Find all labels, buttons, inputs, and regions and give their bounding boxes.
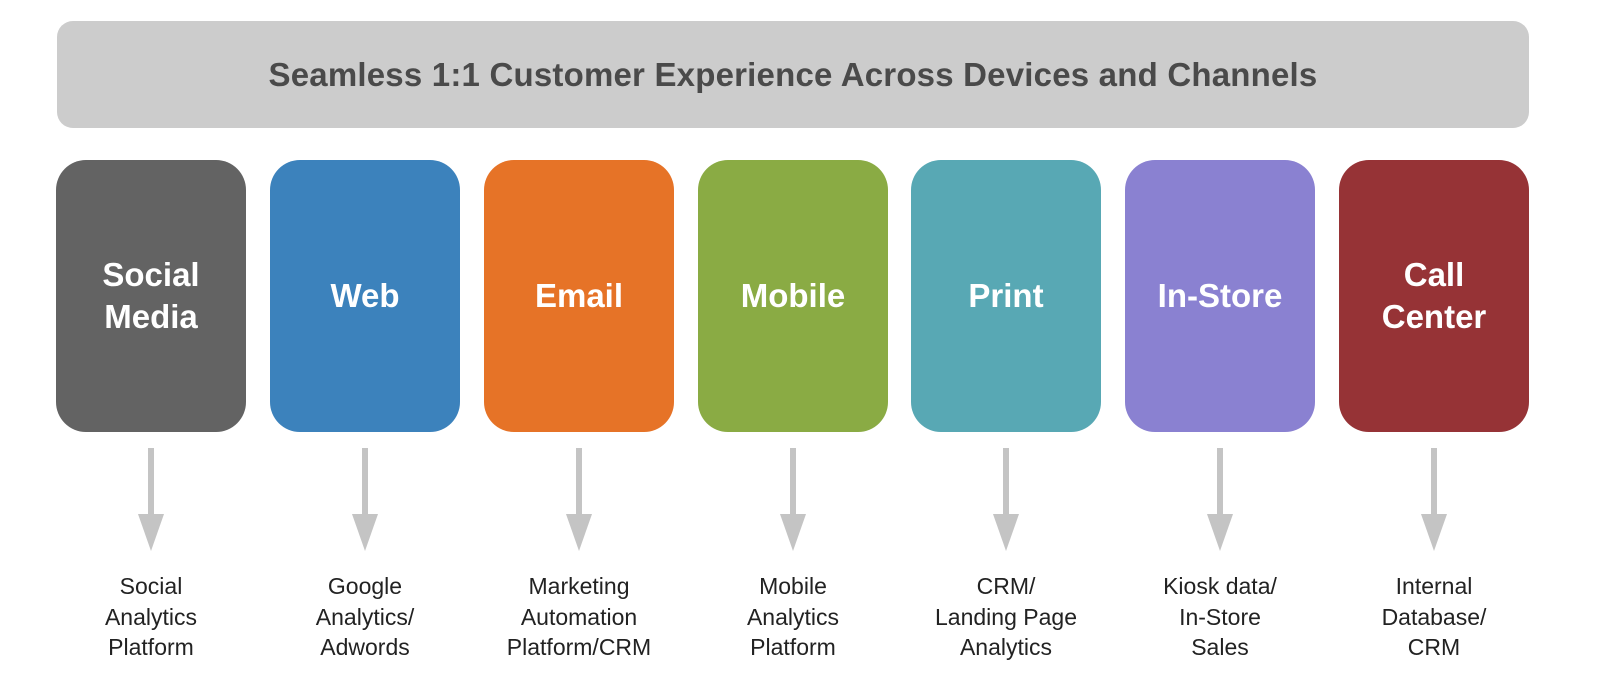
down-arrow-icon — [1207, 448, 1233, 551]
channel-tool-label: Internal Database/ CRM — [1381, 573, 1487, 660]
channel-email: Email Marketing Automation Platform/CRM — [484, 0, 674, 693]
channel-tool-label: CRM/ Landing Page Analytics — [935, 573, 1077, 660]
channel-tool-label: Google Analytics/ Adwords — [315, 573, 415, 660]
channel-tool-label: Mobile Analytics Platform — [746, 573, 840, 660]
down-arrow-icon — [566, 448, 592, 551]
channel-box: In-Store — [1125, 160, 1315, 432]
channel-box: Social Media — [56, 160, 246, 432]
channel-name: Social Media — [102, 256, 200, 335]
down-arrow-icon — [138, 448, 164, 551]
channel-name: Print — [968, 277, 1044, 314]
channel-box: Web — [270, 160, 460, 432]
down-arrow-icon — [993, 448, 1019, 551]
channel-name: Web — [330, 277, 400, 314]
channel-box: Call Center — [1339, 160, 1529, 432]
channel-tool-label: Marketing Automation Platform/CRM — [506, 573, 652, 660]
channel-call-center: Call Center Internal Database/ CRM — [1339, 0, 1529, 693]
down-arrow-icon — [1421, 448, 1447, 551]
channel-name: In-Store — [1157, 277, 1283, 314]
down-arrow-icon — [352, 448, 378, 551]
channel-name: Email — [534, 277, 624, 314]
channel-box: Print — [911, 160, 1101, 432]
banner-title: Seamless 1:1 Customer Experience Across … — [268, 55, 1318, 93]
channel-box: Email — [484, 160, 674, 432]
channel-tool-label: Social Analytics Platform — [104, 573, 198, 660]
channel-print: Print CRM/ Landing Page Analytics — [911, 0, 1101, 693]
channel-social-media: Social Media Social Analytics Platform — [56, 0, 246, 693]
channel-name: Call Center — [1381, 256, 1487, 335]
header-banner: Seamless 1:1 Customer Experience Across … — [57, 21, 1529, 128]
channel-box: Mobile — [698, 160, 888, 432]
channel-in-store: In-Store Kiosk data/ In-Store Sales — [1125, 0, 1315, 693]
down-arrow-icon — [780, 448, 806, 551]
channel-name: Mobile — [740, 277, 846, 314]
channel-mobile: Mobile Mobile Analytics Platform — [698, 0, 888, 693]
channel-web: Web Google Analytics/ Adwords — [270, 0, 460, 693]
channel-tool-label: Kiosk data/ In-Store Sales — [1163, 573, 1277, 660]
